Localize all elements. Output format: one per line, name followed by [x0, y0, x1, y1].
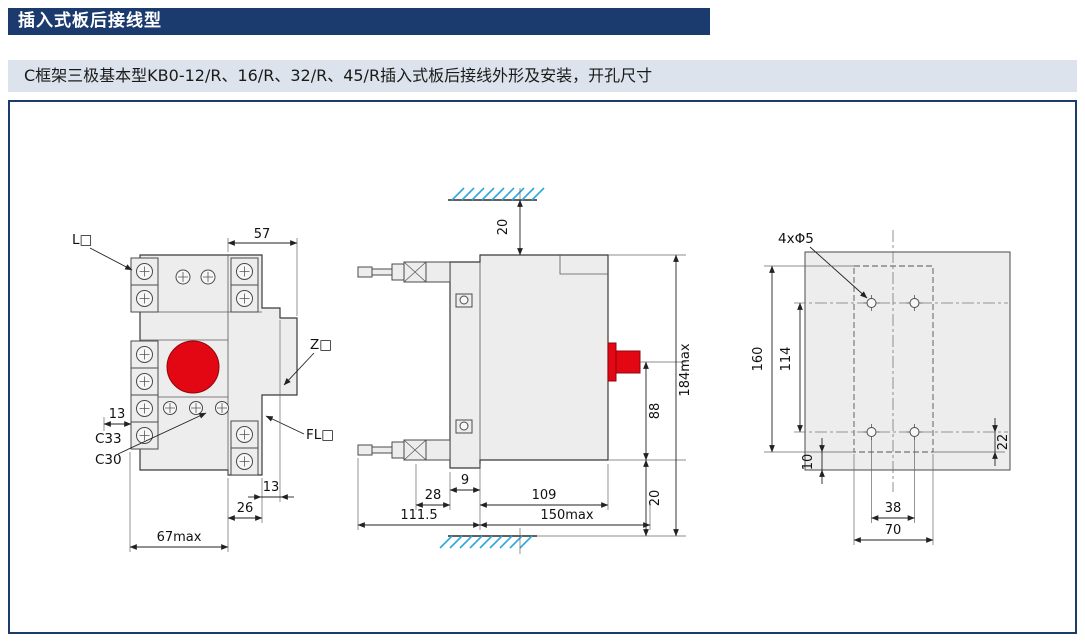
- panel-edge-hatching-bottom: [439, 528, 537, 554]
- dim-label-160: 160: [751, 347, 766, 372]
- label-Z: Z□: [310, 337, 332, 353]
- dim-label-20-top: 20: [496, 219, 511, 236]
- plug-in-terminal-bottom: [357, 439, 451, 461]
- dim-label-70: 70: [885, 523, 902, 538]
- front-view-dimensions: 57 L□ Z□ FL□ 13 C33 C30 13: [72, 227, 334, 552]
- drawing-frame: 57 L□ Z□ FL□ 13 C33 C30 13: [8, 100, 1077, 634]
- dim-label-13-bottom: 13: [263, 480, 280, 495]
- left-terminal-column: [130, 257, 159, 450]
- panel-edge-hatching-top: [448, 187, 545, 201]
- section-header: 插入式板后接线型: [8, 8, 710, 35]
- dim-label-111-5: 111.5: [400, 508, 437, 523]
- mounting-holes: [863, 295, 923, 440]
- dim-label-184max: 184max: [678, 343, 693, 396]
- label-FL: FL□: [306, 427, 334, 443]
- drill-pattern-dimensions: 4xΦ5 160 114 10 22 38: [751, 231, 1011, 545]
- red-button: [166, 340, 220, 394]
- label-4xphi5: 4xΦ5: [778, 231, 814, 247]
- dim-label-88: 88: [648, 403, 663, 420]
- dim-label-13-left: 13: [109, 407, 126, 422]
- dim-label-26: 26: [237, 501, 254, 516]
- front-view-drawing: 57 L□ Z□ FL□ 13 C33 C30 13: [72, 227, 334, 552]
- side-face-screws: [455, 293, 473, 434]
- dim-label-109: 109: [532, 488, 557, 503]
- breaker-side-body: [449, 254, 609, 469]
- drill-pattern-drawing: 4xΦ5 160 114 10 22 38: [751, 230, 1011, 545]
- mounting-panel: [804, 251, 1011, 471]
- dim-label-38: 38: [885, 501, 902, 516]
- dim-label-28: 28: [425, 488, 442, 503]
- dim-label-20-bottom: 20: [648, 490, 663, 507]
- label-L: L□: [72, 232, 92, 248]
- dim-label-67max: 67max: [157, 530, 202, 545]
- dim-label-57: 57: [254, 227, 271, 242]
- section-title: 插入式板后接线型: [18, 11, 162, 31]
- dim-label-9: 9: [461, 473, 469, 488]
- side-view-drawing: 20 9 28 109 111.5 150max 88: [357, 187, 693, 554]
- dim-label-22: 22: [996, 434, 1011, 451]
- right-terminal-strip: [230, 257, 259, 476]
- red-operating-handle: [607, 342, 641, 382]
- dim-label-10: 10: [801, 454, 816, 471]
- side-view-dimensions: 20 9 28 109 111.5 150max 88: [357, 188, 693, 537]
- dim-label-150max: 150max: [540, 508, 593, 523]
- case-screws: [163, 269, 229, 415]
- plug-in-terminal-top: [357, 261, 451, 283]
- drawing-caption-bar: C框架三极基本型KB0-12/R、16/R、32/R、45/R插入式板后接线外形…: [8, 60, 1077, 92]
- label-C33: C33: [95, 431, 122, 447]
- technical-drawing-canvas: 57 L□ Z□ FL□ 13 C33 C30 13: [72, 187, 1011, 554]
- drawing-caption: C框架三极基本型KB0-12/R、16/R、32/R、45/R插入式板后接线外形…: [24, 66, 653, 85]
- cutout-outline: [853, 265, 934, 453]
- label-C30: C30: [95, 452, 122, 468]
- dim-label-114: 114: [779, 347, 794, 372]
